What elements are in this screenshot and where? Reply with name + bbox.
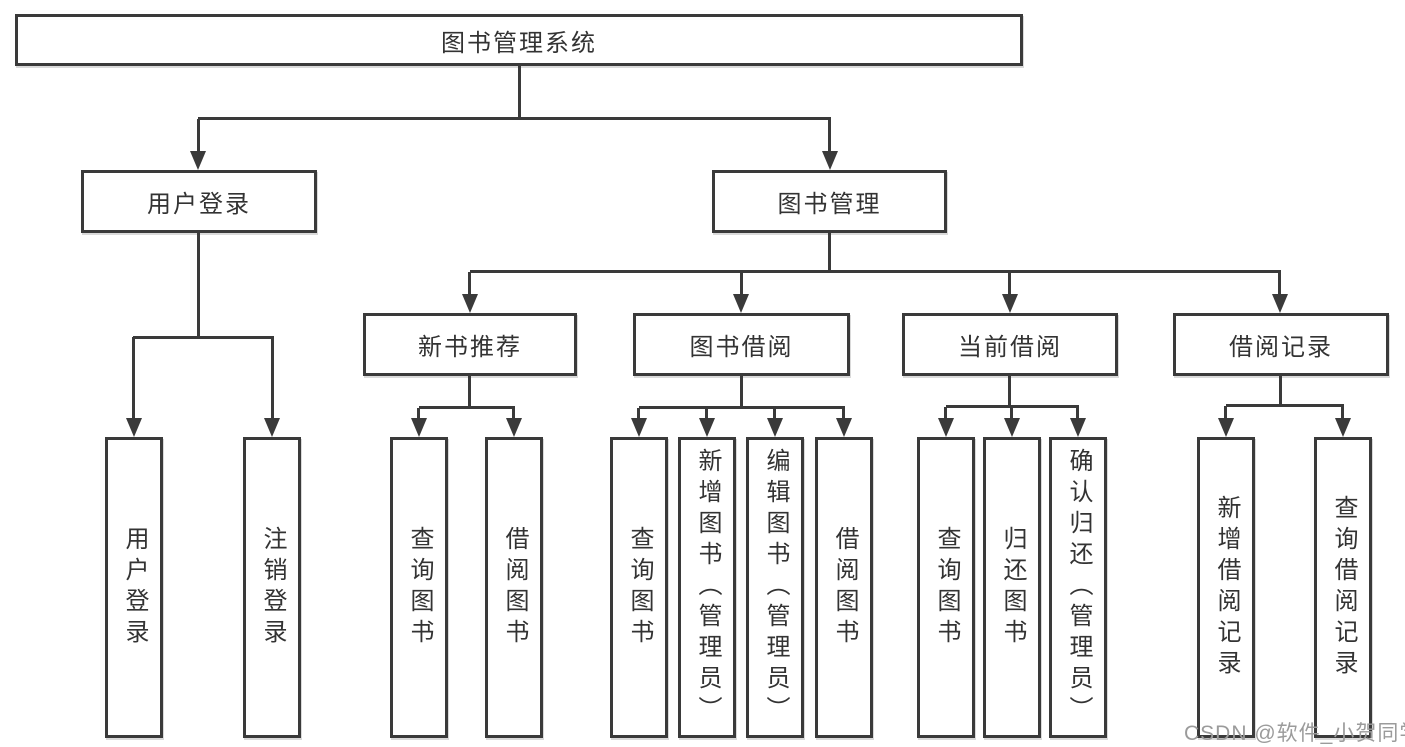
arrow-down-icon bbox=[1004, 418, 1020, 437]
arrow-down-icon bbox=[506, 418, 522, 437]
connector-stem bbox=[197, 119, 200, 152]
connector-stem bbox=[944, 407, 947, 419]
connector-stem bbox=[271, 337, 274, 418]
connector-stem bbox=[828, 119, 831, 152]
leaf-query-books-current: 查询图书 bbox=[917, 437, 975, 738]
leaf-label: 查询借阅记录 bbox=[1330, 494, 1357, 681]
leaf-logout: 注销登录 bbox=[243, 437, 301, 738]
leaf-label: 确认归还（管理员） bbox=[1065, 448, 1092, 727]
node-label: 用户登录 bbox=[147, 191, 251, 218]
connector-stem bbox=[417, 408, 420, 419]
leaf-label: 用户登录 bbox=[121, 525, 148, 650]
node-new-book-recommend: 新书推荐 bbox=[363, 313, 577, 376]
leaf-edit-books-admin: 编辑图书（管理员） bbox=[746, 437, 804, 738]
leaf-query-borrow-record: 查询借阅记录 bbox=[1314, 437, 1372, 738]
connector-vline bbox=[197, 233, 200, 337]
leaf-label: 借阅图书 bbox=[501, 525, 528, 650]
connector-vline bbox=[828, 233, 831, 272]
leaf-label: 借阅图书 bbox=[831, 525, 858, 650]
node-system-root: 图书管理系统 bbox=[15, 14, 1023, 66]
connector-stem bbox=[1008, 272, 1011, 296]
leaf-return-books: 归还图书 bbox=[983, 437, 1041, 738]
connector-hline bbox=[946, 405, 1079, 408]
leaf-label: 注销登录 bbox=[259, 525, 286, 650]
connector-vline bbox=[1008, 376, 1011, 407]
connector-stem bbox=[773, 408, 776, 419]
leaf-label: 查询图书 bbox=[933, 525, 960, 650]
node-label: 借阅记录 bbox=[1229, 334, 1333, 361]
arrow-down-icon bbox=[1335, 418, 1351, 437]
leaf-label: 查询图书 bbox=[406, 525, 433, 650]
node-current-borrow: 当前借阅 bbox=[902, 313, 1118, 376]
connector-hline bbox=[470, 270, 1281, 273]
node-user-login: 用户登录 bbox=[81, 170, 317, 233]
csdn-watermark: CSDN @软件_小贺同学 bbox=[1184, 722, 1405, 745]
connector-hline bbox=[419, 406, 515, 409]
node-label: 当前借阅 bbox=[958, 334, 1062, 361]
node-label: 新书推荐 bbox=[418, 334, 522, 361]
connector-stem bbox=[468, 272, 471, 296]
leaf-label: 新增图书（管理员） bbox=[694, 448, 721, 727]
arrow-down-icon bbox=[264, 418, 280, 437]
arrow-down-icon bbox=[733, 294, 749, 313]
arrow-down-icon bbox=[411, 418, 427, 437]
arrow-down-icon bbox=[631, 418, 647, 437]
arrow-down-icon bbox=[1218, 418, 1234, 437]
connector-stem bbox=[1224, 406, 1227, 419]
connector-vline bbox=[740, 376, 743, 408]
connector-vline bbox=[468, 376, 471, 408]
node-book-management: 图书管理 bbox=[712, 170, 947, 233]
connector-stem bbox=[637, 408, 640, 419]
arrow-down-icon bbox=[190, 151, 206, 170]
leaf-label: 编辑图书（管理员） bbox=[762, 448, 789, 727]
connector-hline bbox=[198, 117, 831, 120]
connector-stem bbox=[132, 337, 135, 418]
leaf-confirm-return-admin: 确认归还（管理员） bbox=[1049, 437, 1107, 738]
arrow-down-icon bbox=[1002, 294, 1018, 313]
node-book-borrow: 图书借阅 bbox=[633, 313, 850, 376]
arrow-down-icon bbox=[836, 418, 852, 437]
arrow-down-icon bbox=[126, 418, 142, 437]
connector-stem bbox=[740, 272, 743, 296]
connector-hline bbox=[1226, 404, 1344, 407]
node-label: 图书管理 bbox=[777, 191, 882, 218]
connector-stem bbox=[512, 408, 515, 419]
leaf-borrow-books: 借阅图书 bbox=[815, 437, 873, 738]
arrow-down-icon bbox=[938, 418, 954, 437]
leaf-query-books-recommend: 查询图书 bbox=[390, 437, 448, 738]
leaf-add-books-admin: 新增图书（管理员） bbox=[678, 437, 736, 738]
connector-hline bbox=[133, 336, 274, 339]
node-label: 图书借阅 bbox=[689, 334, 794, 361]
leaf-user-login: 用户登录 bbox=[105, 437, 163, 738]
leaf-query-books-borrow: 查询图书 bbox=[610, 437, 668, 738]
leaf-add-borrow-record: 新增借阅记录 bbox=[1197, 437, 1255, 738]
arrow-down-icon bbox=[462, 294, 478, 313]
arrow-down-icon bbox=[822, 151, 838, 170]
connector-stem bbox=[842, 408, 845, 419]
connector-stem bbox=[1010, 407, 1013, 419]
node-borrow-records: 借阅记录 bbox=[1173, 313, 1389, 376]
connector-stem bbox=[1278, 272, 1281, 296]
connector-vline bbox=[1279, 375, 1282, 406]
leaf-label: 归还图书 bbox=[999, 525, 1026, 650]
leaf-label: 查询图书 bbox=[626, 525, 653, 650]
leaf-label: 新增借阅记录 bbox=[1213, 494, 1240, 681]
connector-stem bbox=[1341, 406, 1344, 419]
leaf-borrow-books-recommend: 借阅图书 bbox=[485, 437, 543, 738]
connector-stem bbox=[705, 408, 708, 419]
connector-vline bbox=[518, 66, 521, 119]
arrow-down-icon bbox=[1070, 418, 1086, 437]
node-label: 图书管理系统 bbox=[441, 29, 597, 57]
connector-hline bbox=[639, 406, 845, 409]
arrow-down-icon bbox=[767, 418, 783, 437]
arrow-down-icon bbox=[1272, 294, 1288, 313]
connector-stem bbox=[1076, 407, 1079, 419]
arrow-down-icon bbox=[699, 418, 715, 437]
